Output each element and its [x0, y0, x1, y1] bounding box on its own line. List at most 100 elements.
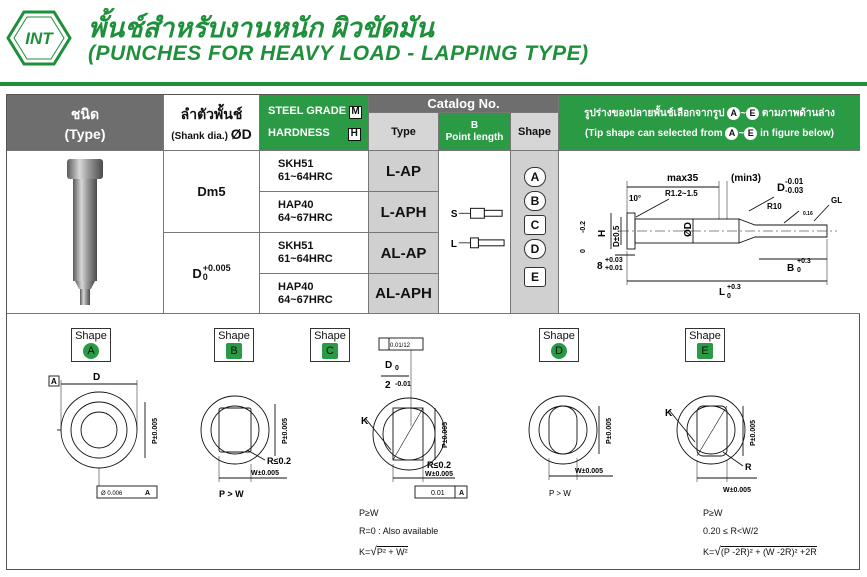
dim-d-tol-bot: -0.03 — [785, 186, 804, 195]
hardness-badge: H — [347, 127, 361, 141]
hardness-label: HARDNESS — [268, 126, 330, 139]
catalog-type-1: L-AP — [369, 151, 439, 192]
grade-4: HAP40 — [278, 280, 314, 293]
shape-c-note-3-expr: P² + W² — [376, 546, 408, 557]
shape-c-note-2: R=0 : Also available — [359, 526, 439, 536]
spec-table: ชนิด (Type) ลำตัวพั้นช์ (Shank dia.) ØD … — [6, 94, 860, 314]
steel-grade-badge: M — [349, 105, 363, 119]
hardness-1: 61~64HRC — [278, 171, 333, 183]
dim-eight-tol-bot: +0.01 — [605, 265, 623, 272]
tip-e-circle-en: E — [744, 126, 758, 140]
tip-dash: ~ — [740, 107, 747, 119]
shape-c-d-den: 2 — [385, 380, 391, 391]
dim-d-tol-top: -0.01 — [785, 177, 804, 186]
shape-b-r: R≤0.2 — [267, 456, 291, 466]
shape-d-note: P > W — [549, 489, 571, 498]
shape-b-note: P > W — [219, 489, 244, 499]
shape-c-parallel: 0.01/12 — [390, 343, 411, 349]
shape-b-drawing: P±0.005 R≤0.2 W±0.005 P > W — [200, 395, 291, 499]
punch-drawing: max35 (min3) D -0.01 -0.03 10° R1.2~1.5 … — [580, 173, 842, 300]
dim-d-pm: D±0.5 — [612, 225, 621, 247]
shape-e-k: K — [665, 408, 673, 419]
shape-col-b: B — [524, 191, 546, 211]
tip-dash-en: ~ — [738, 127, 745, 139]
page-title-thai: พั้นช์สำหรับงานหนัก ผิวขัดมัน — [88, 13, 434, 43]
tip-th-pre: รูปร่างของปลายพั้นช์เลือกจากรูป — [584, 107, 725, 119]
shape-c-dot: C — [322, 343, 338, 359]
header-shank-en: (Shank dia.) — [171, 130, 228, 142]
shape-col-a: A — [524, 167, 546, 187]
shape-e-note-3-expr: (P -2R)² + (W -2R)² +2R — [720, 546, 817, 557]
point-s-label: S — [451, 209, 458, 220]
shank-dm5: Dm5 — [164, 151, 260, 233]
point-length-cell: S L — [439, 151, 511, 314]
shape-d-dot: D — [551, 343, 567, 359]
shape-b-p: P±0.005 — [282, 418, 289, 444]
shape-col-e: E — [524, 267, 546, 287]
shape-c-d-sub: -0.01 — [395, 381, 411, 388]
shape-col-d: D — [524, 239, 546, 259]
shape-a-d: D — [93, 372, 100, 383]
tip-e-circle: E — [746, 106, 760, 120]
shape-c-p: P±0.005 — [442, 422, 449, 448]
dim-rough: 0.16 — [803, 211, 813, 217]
shape-e-drawing: K P±0.005 R W±0.005 — [665, 395, 757, 494]
grade-1: SKH51 — [278, 158, 314, 170]
shape-c-note-1: P≥W — [359, 508, 379, 518]
shape-e-title: Shape — [689, 330, 721, 342]
header-type: ชนิด (Type) — [7, 95, 164, 151]
dim-l: L — [719, 287, 725, 298]
shape-e-r: R — [745, 462, 752, 472]
steel-grade-label: STEEL GRADE — [268, 104, 347, 117]
shape-e-p: P±0.005 — [750, 420, 757, 446]
shape-a-drawing: D A P±0.005 Ø 0.006 A — [48, 372, 159, 499]
dim-l-tol-top: +0.3 — [727, 284, 741, 291]
header-shank: ลำตัวพั้นช์ (Shank dia.) ØD — [164, 95, 260, 151]
dim-min3: (min3) — [731, 173, 761, 184]
header-shank-th: ลำตัวพั้นช์ — [180, 105, 243, 122]
header-tip-shape: รูปร่างของปลายพั้นช์เลือกจากรูป A~E ตามภ… — [559, 95, 860, 151]
shank-d-tolerance: D +0.005 0 — [164, 233, 260, 314]
dim-d: D — [777, 182, 785, 194]
int-logo: INT — [6, 10, 72, 66]
dim-phid: ØD — [683, 222, 694, 237]
shape-a-conc-ref: A — [145, 490, 150, 497]
dim-r10: R10 — [767, 202, 782, 211]
dim-r12: R1.2~1.5 — [665, 189, 698, 198]
tip-en-pre: (Tip shape can selected from — [585, 127, 723, 139]
shape-c-d-sup: 0 — [395, 365, 399, 372]
shank-d-sub: 0 — [202, 272, 208, 282]
shape-d-w: W±0.005 — [575, 468, 603, 475]
header-type-en: (Type) — [64, 125, 106, 142]
dim-eight-tol-top: +0.03 — [605, 257, 623, 264]
grade-2: HAP40 — [278, 199, 314, 211]
shape-e-dot: E — [697, 343, 713, 359]
catalog-type-2: L-APH — [369, 192, 439, 233]
shape-b-dot: B — [226, 343, 242, 359]
punch-drawing-cell: max35 (min3) D -0.01 -0.03 10° R1.2~1.5 … — [559, 151, 860, 314]
tip-th-post: ตามภาพด้านล่าง — [761, 107, 835, 119]
shape-e-note-3-pre: K= — [703, 547, 715, 557]
header-point-length-label: Point length — [445, 131, 504, 143]
punch-photo-cell — [7, 151, 164, 314]
dim-b: B — [787, 263, 794, 274]
hardness-3: 61~64HRC — [278, 253, 333, 265]
dim-b-tol-bot: 0 — [797, 267, 801, 274]
shape-a-conc: Ø 0.006 — [101, 491, 123, 497]
header-shank-symbol: ØD — [230, 125, 252, 142]
dim-max35: max35 — [667, 173, 699, 184]
tip-a-circle: A — [727, 106, 741, 120]
shape-c-sym-ref: A — [459, 490, 464, 497]
shape-e-note-1: P≥W — [703, 508, 723, 518]
catalog-type-4: AL-APH — [369, 274, 439, 314]
shape-a-dot: A — [83, 343, 99, 359]
dim-eight: 8 — [597, 261, 603, 272]
dim-b-tol-top: +0.3 — [797, 258, 811, 265]
